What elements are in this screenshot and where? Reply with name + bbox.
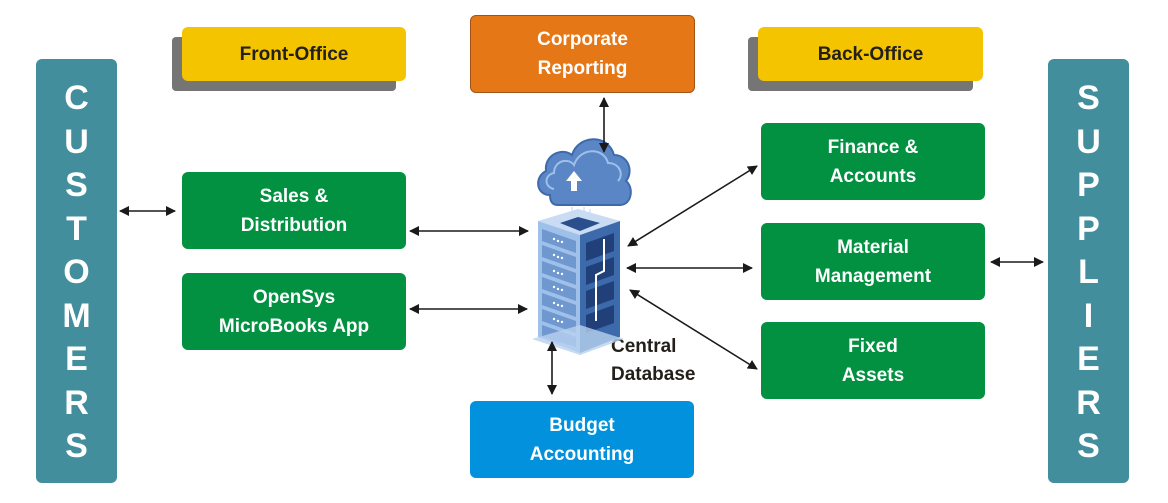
arrow-database-finance <box>627 165 758 247</box>
corporate-reporting-box: Corporate Reporting <box>470 15 695 93</box>
suppliers-letter: S <box>1077 79 1100 117</box>
material-management-box: Material Management <box>761 223 985 300</box>
customers-letter: E <box>65 340 88 378</box>
customers-letter: C <box>64 79 89 117</box>
customers-letter: O <box>63 253 90 291</box>
customers-letter: M <box>62 296 91 335</box>
cloud-icon <box>537 138 632 206</box>
fixed-assets-box: Fixed Assets <box>761 322 985 399</box>
suppliers-letter: L <box>1078 253 1099 291</box>
suppliers-letter: U <box>1076 122 1101 161</box>
suppliers-letter: P <box>1077 166 1100 204</box>
sales-distribution-box: Sales & Distribution <box>182 172 406 249</box>
customers-letter: T <box>66 209 87 248</box>
suppliers-letter: R <box>1076 383 1101 422</box>
opensys-microbooks-box: OpenSys MicroBooks App <box>182 273 406 350</box>
front-office-header: Front-Office <box>182 27 406 81</box>
suppliers-letter: P <box>1077 209 1100 248</box>
customers-letter: U <box>64 122 89 161</box>
suppliers-letter: I <box>1083 296 1094 335</box>
arrow-database-fixed-assets <box>629 289 758 370</box>
suppliers-letter: S <box>1077 427 1100 465</box>
customers-letter: S <box>65 427 88 465</box>
customers-letter: R <box>64 383 89 422</box>
suppliers-letter: E <box>1077 340 1100 378</box>
upload-arrow-icon <box>566 171 582 191</box>
budget-accounting-box: Budget Accounting <box>470 401 694 478</box>
customers-letter: S <box>65 166 88 204</box>
cloud-server-icon <box>532 138 632 355</box>
back-office-header: Back-Office <box>758 27 983 81</box>
finance-accounts-box: Finance & Accounts <box>761 123 985 200</box>
